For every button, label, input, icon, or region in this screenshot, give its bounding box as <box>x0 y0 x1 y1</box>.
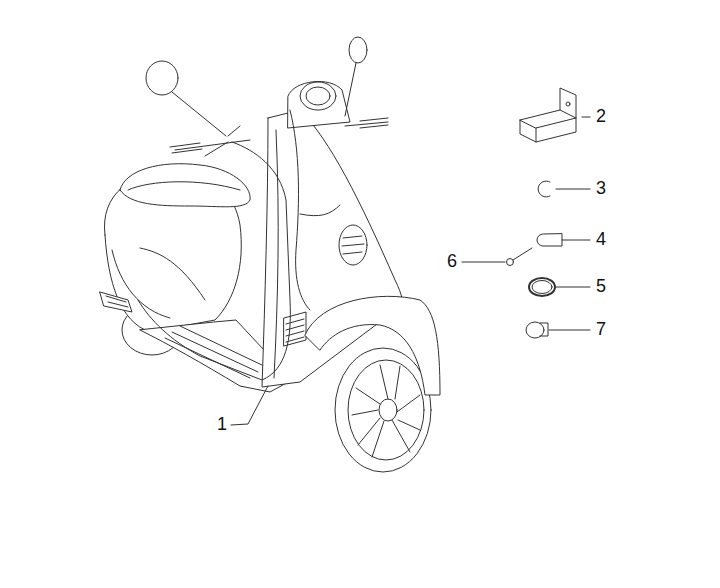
callout-number: 1 <box>216 415 228 435</box>
callout-number: 6 <box>446 252 458 272</box>
callout-number: 5 <box>595 277 607 297</box>
callout-number: 7 <box>595 320 607 340</box>
callout-number: 4 <box>595 230 607 250</box>
callout-number: 3 <box>595 179 607 199</box>
callout-number: 2 <box>595 107 607 127</box>
